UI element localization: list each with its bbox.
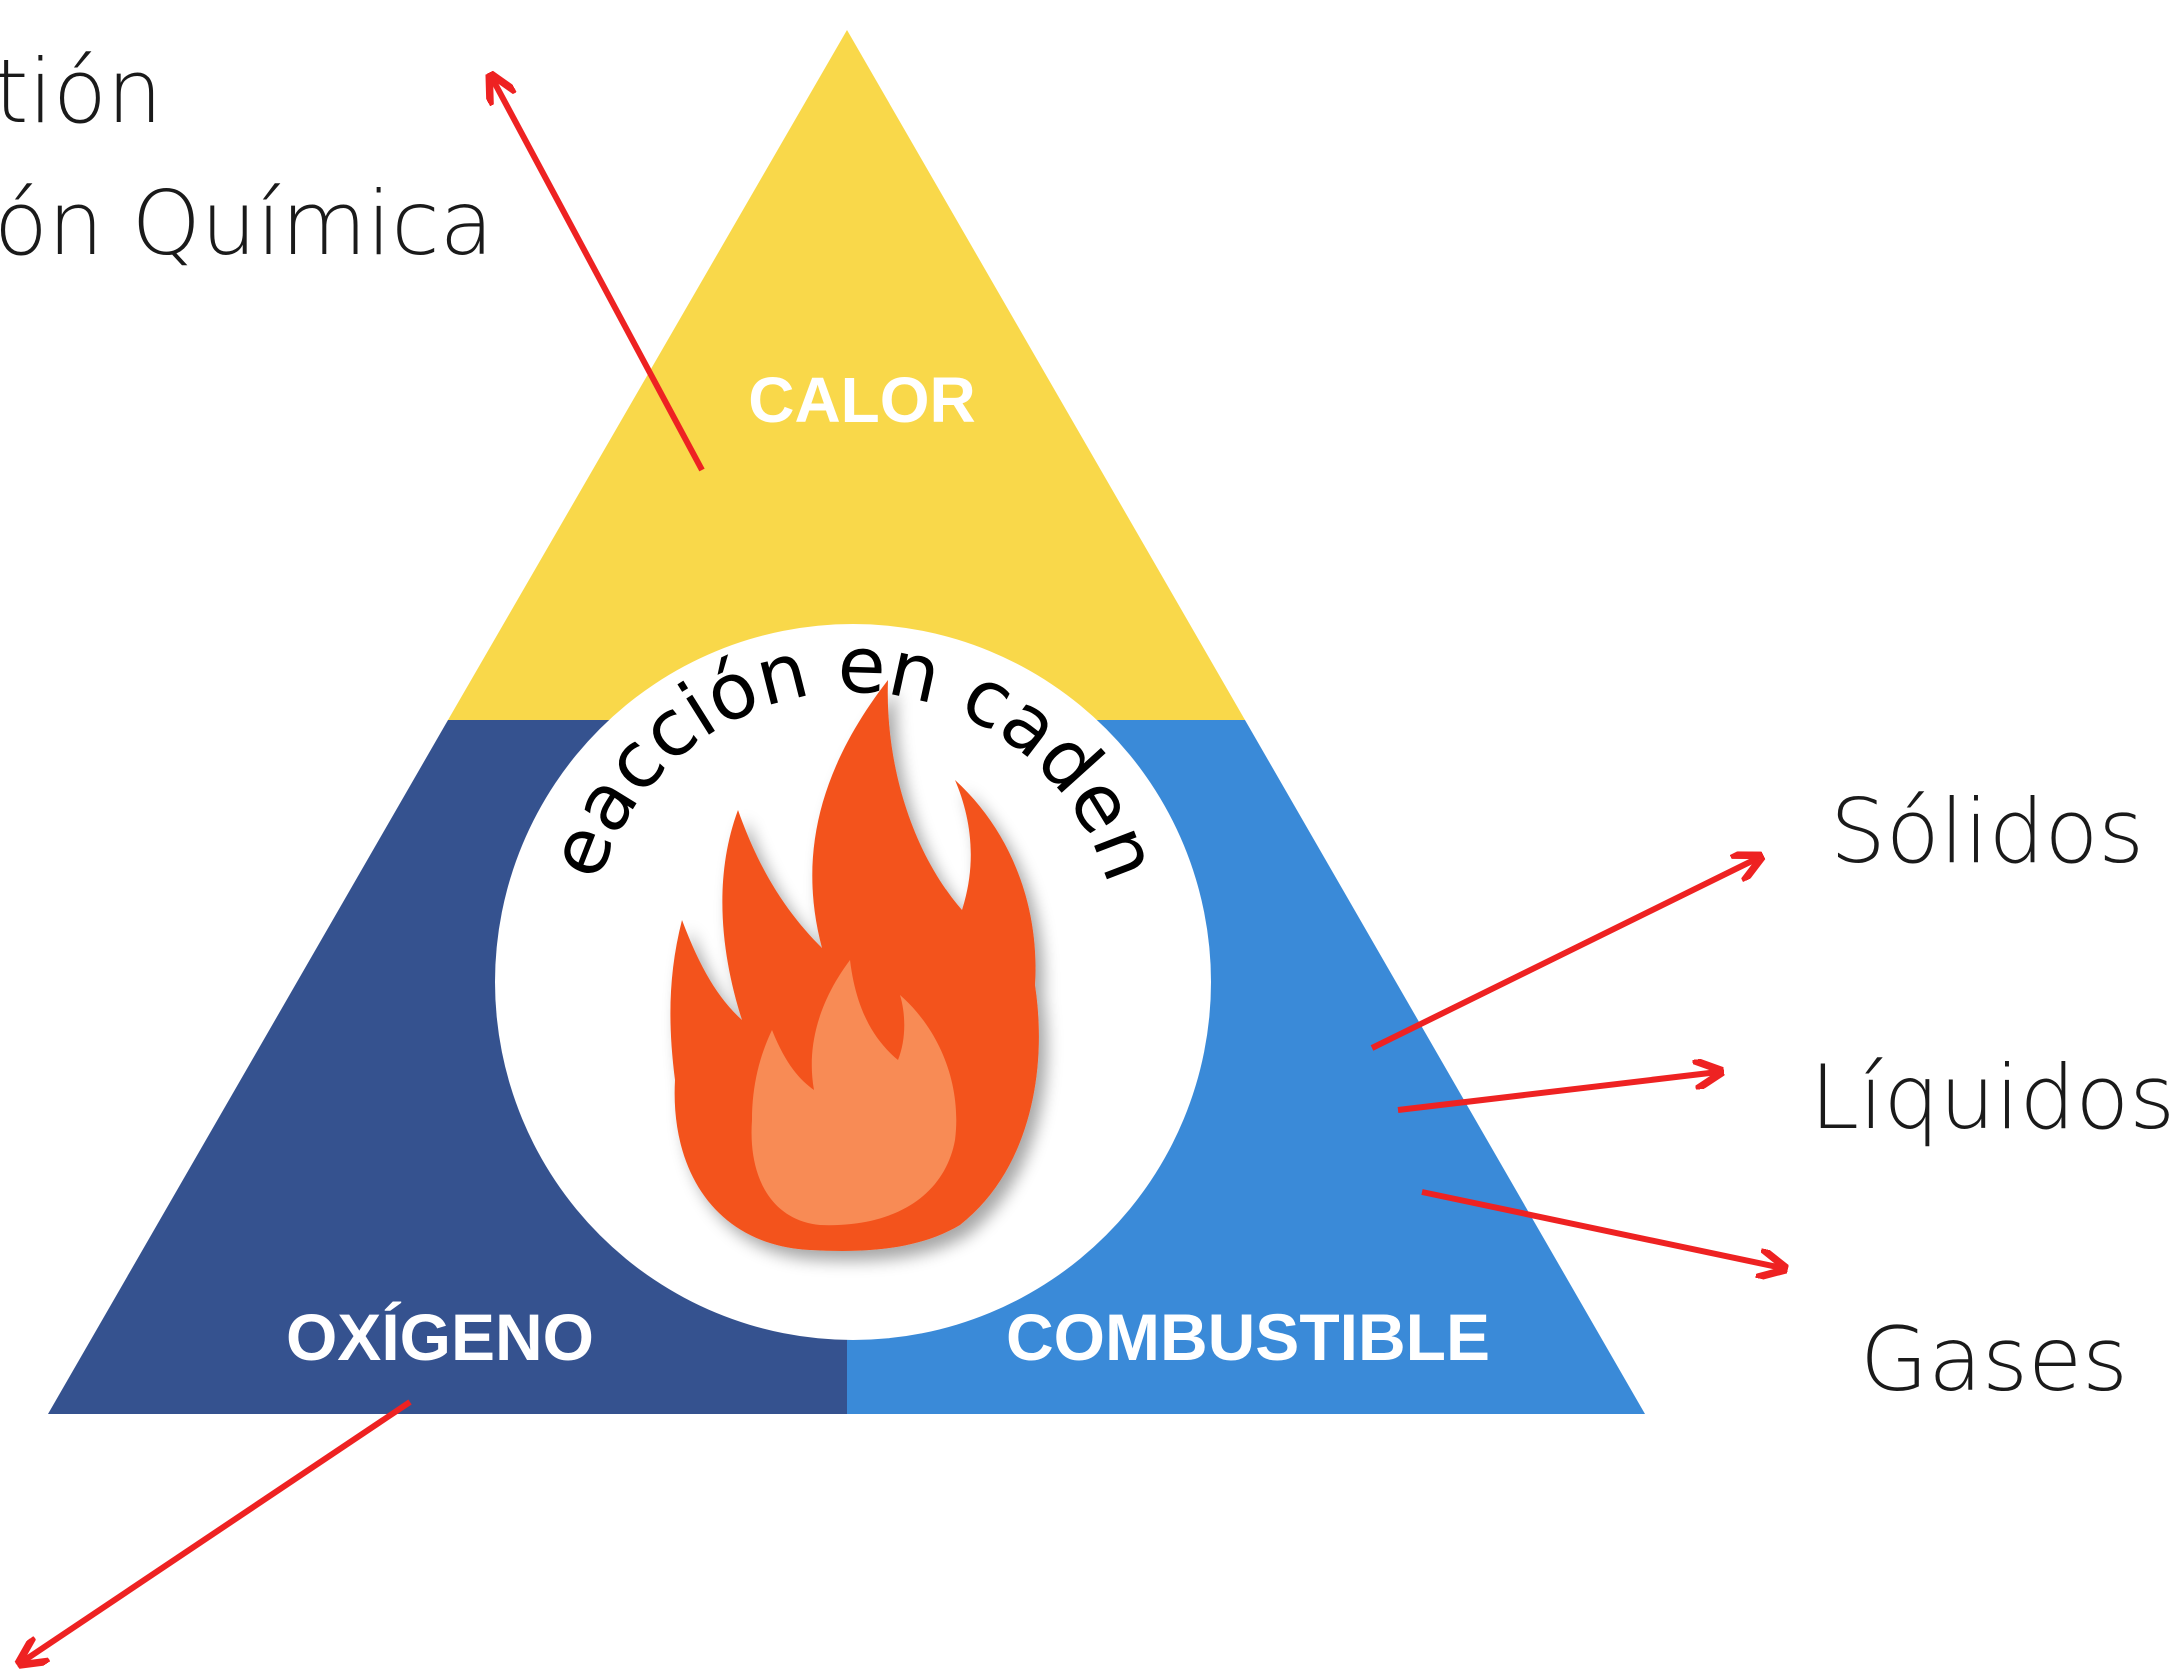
flame-icon (670, 680, 1039, 1251)
arrow-fuel-to-liquids (1397, 1072, 1718, 1113)
arrow-oxygen-to-bottom-left (22, 1399, 412, 1662)
heat-label: CALOR (748, 364, 976, 436)
top-left-line-1: tión (0, 40, 163, 143)
top-left-line-2: ón Química (0, 172, 494, 275)
arrow-fuel-to-solids (1370, 858, 1758, 1051)
fuel-state-solids: Sólidos (1830, 780, 2144, 883)
oxygen-label: OXÍGENO (286, 1300, 594, 1374)
fuel-state-gases: Gases (1860, 1308, 2128, 1411)
arrow-fuel-to-gases (1421, 1189, 1782, 1268)
fuel-label: COMBUSTIBLE (1006, 1300, 1490, 1374)
fuel-state-liquids: Líquidos (1810, 1046, 2175, 1149)
arrow-heat-to-text (492, 78, 705, 472)
heat-section (448, 30, 1245, 720)
